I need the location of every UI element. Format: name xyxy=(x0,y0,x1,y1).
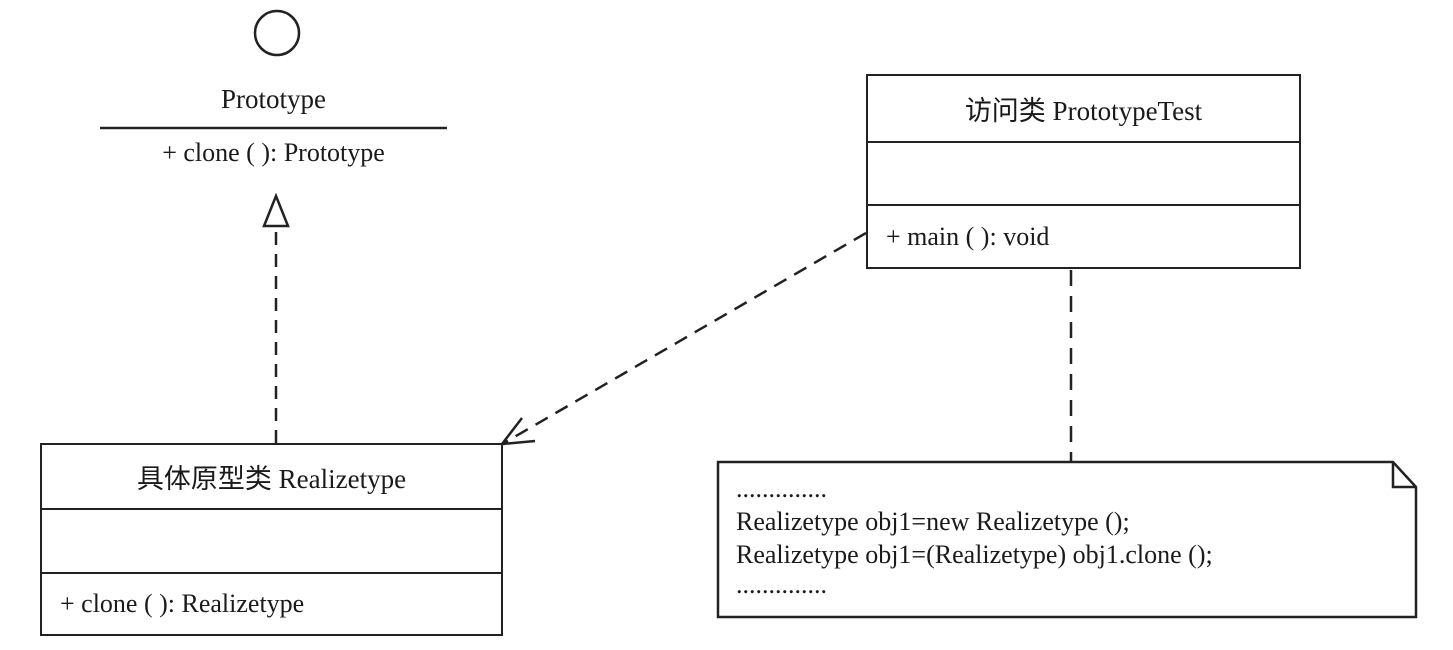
client-class-name: 访问类 PrototypeTest xyxy=(868,76,1299,143)
client-class-attributes xyxy=(868,143,1299,206)
note-line-4: .............. xyxy=(736,570,827,599)
note-fold-icon xyxy=(1391,462,1416,489)
note-line-1: .............. xyxy=(736,474,827,503)
interface-operation: + clone ( ): Prototype xyxy=(162,138,385,167)
client-class-box: 访问类 PrototypeTest + main ( ): void xyxy=(866,74,1301,269)
realization-arrowhead-icon xyxy=(262,192,290,228)
note-line-2: Realizetype obj1=new Realizetype (); xyxy=(736,507,1130,536)
client-class-operation: + main ( ): void xyxy=(886,221,1050,251)
concrete-class-name: 具体原型类 Realizetype xyxy=(42,445,501,510)
interface-name: Prototype xyxy=(221,84,326,114)
note-shape xyxy=(716,460,1418,619)
concrete-class-box: 具体原型类 Realizetype + clone ( ): Realizety… xyxy=(40,443,503,636)
concrete-class-operation: + clone ( ): Realizetype xyxy=(60,589,305,618)
concrete-class-attributes xyxy=(42,510,501,574)
note-line-3: Realizetype obj1=(Realizetype) obj1.clon… xyxy=(736,540,1213,569)
dependency-line xyxy=(503,231,867,445)
interface-lollipop-icon xyxy=(253,9,301,57)
